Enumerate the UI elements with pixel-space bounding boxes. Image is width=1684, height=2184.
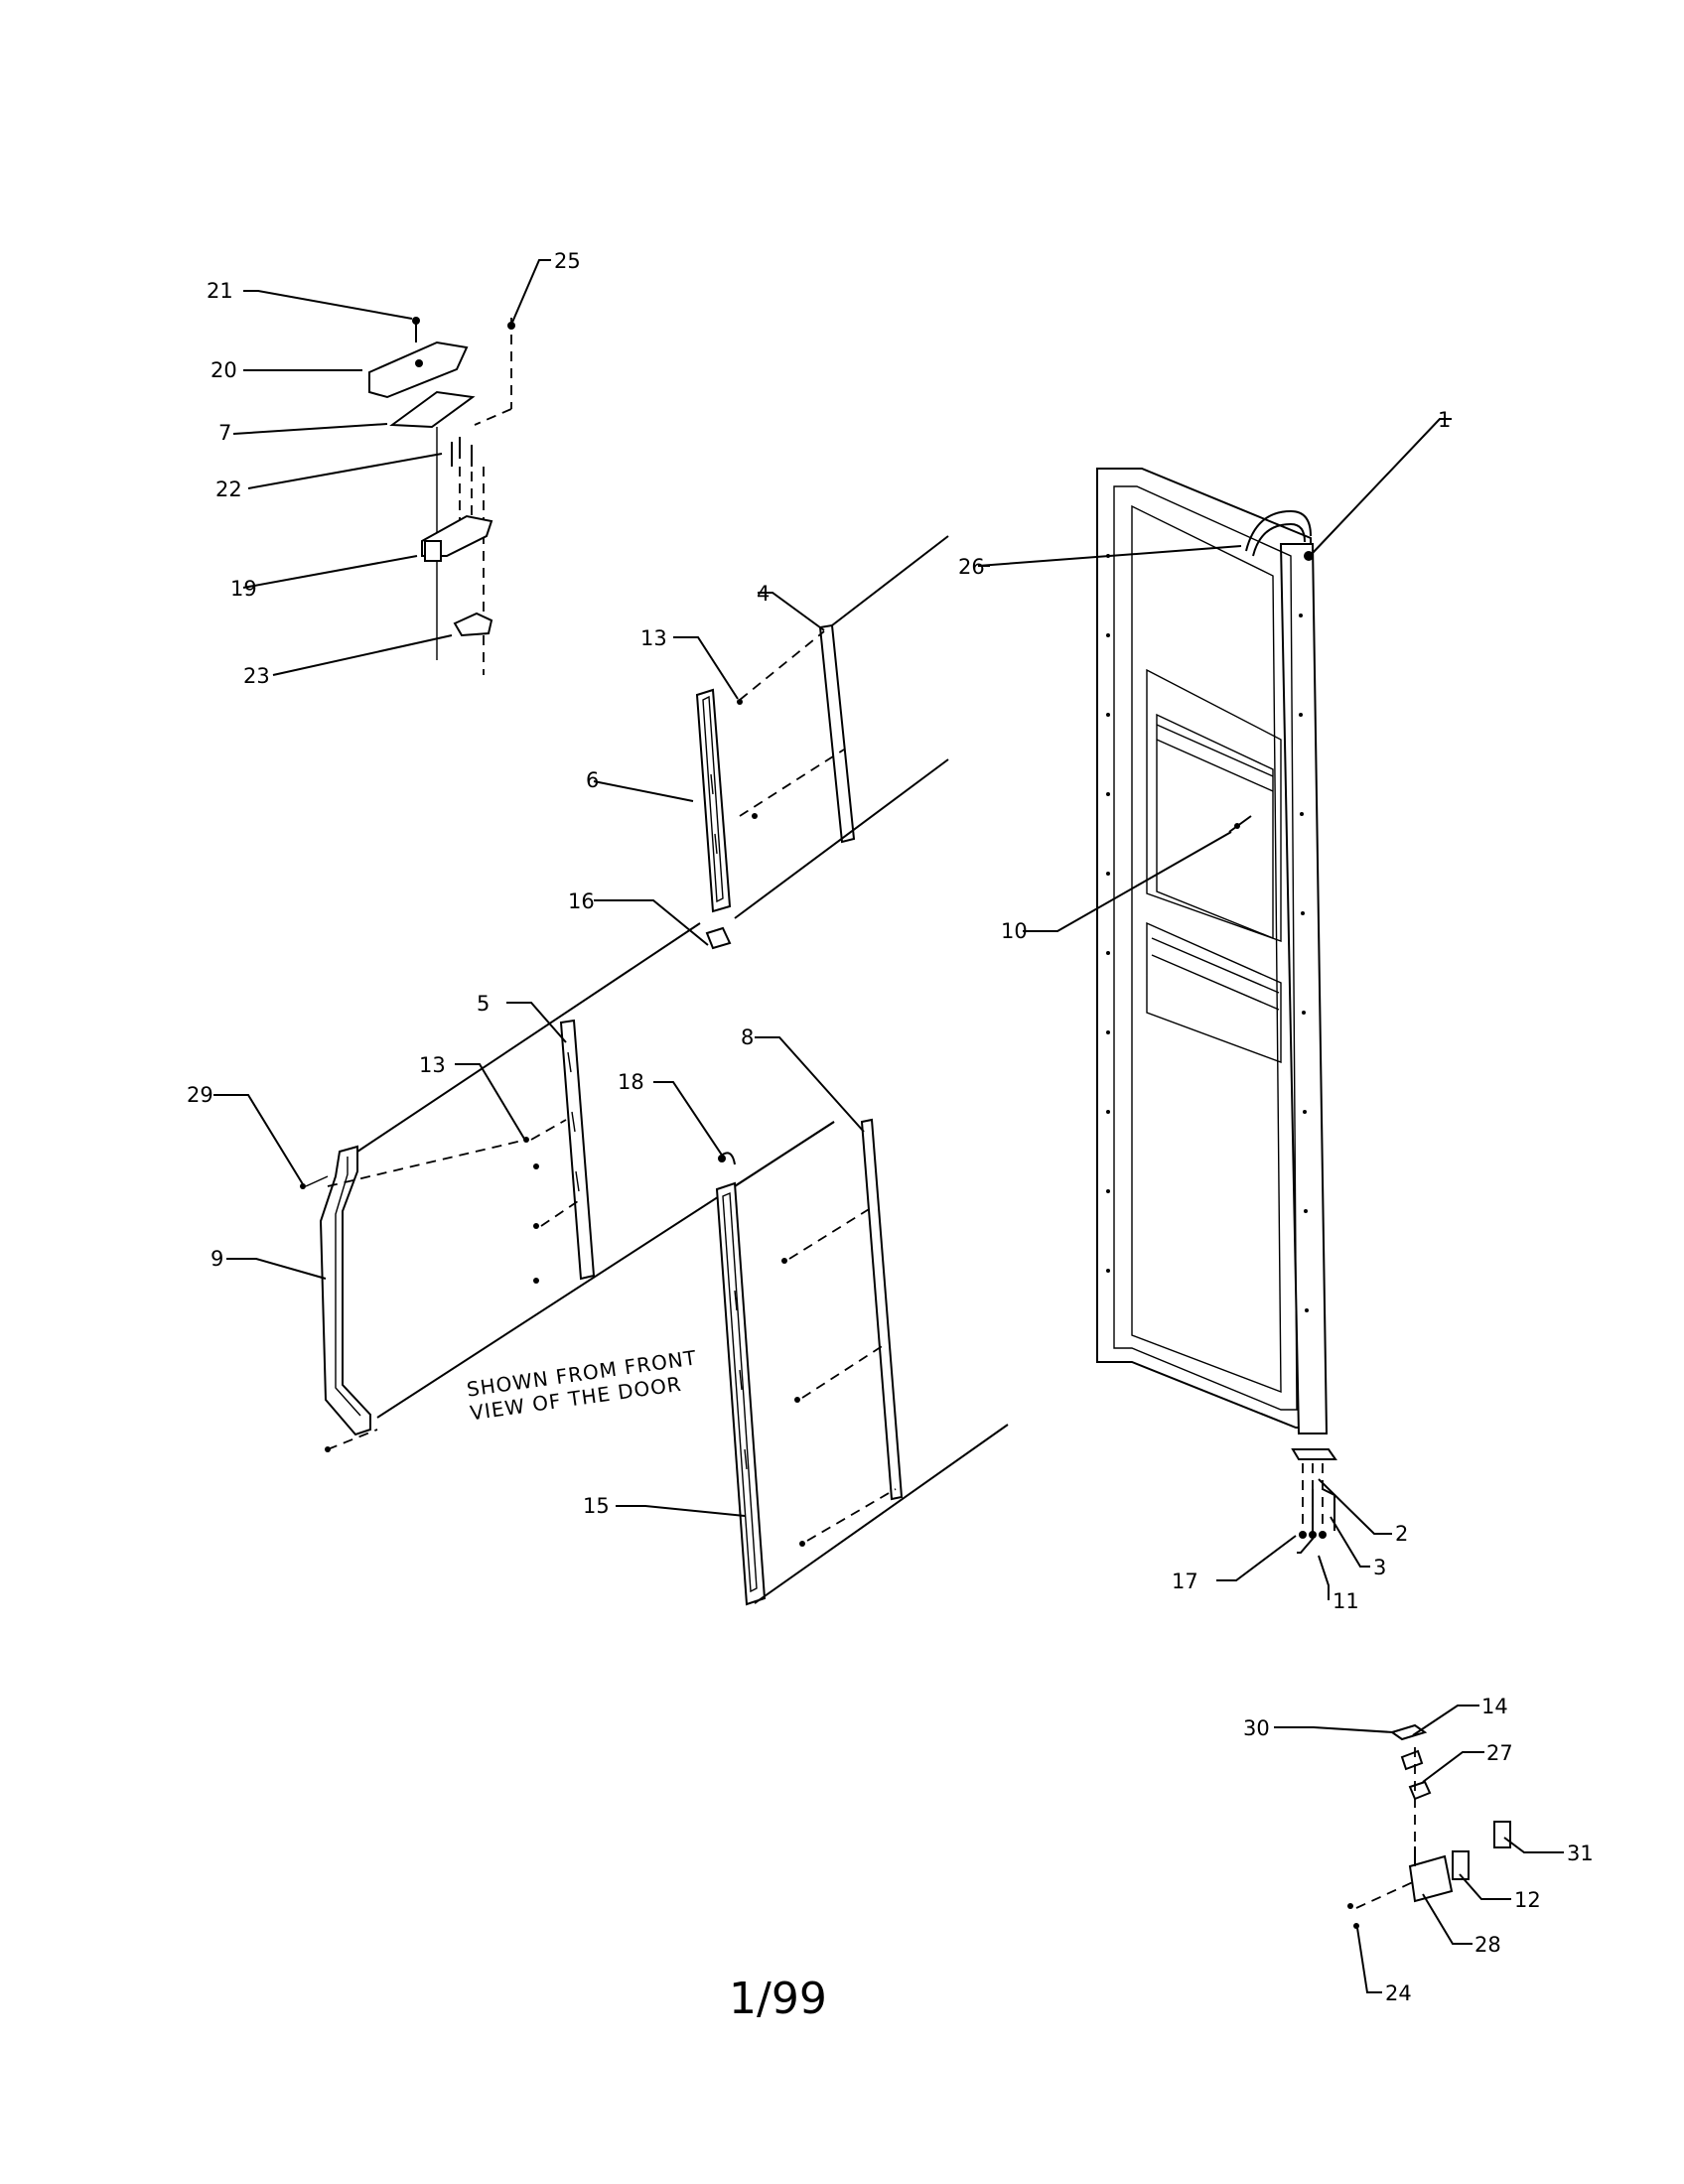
callout-22: 22 xyxy=(215,478,242,501)
callout-24: 24 xyxy=(1385,1981,1412,2005)
callout-23: 23 xyxy=(243,664,270,688)
bottom-hinge-parts xyxy=(1291,1448,1337,1554)
callout-13b: 13 xyxy=(419,1053,446,1077)
callout-5: 5 xyxy=(477,992,490,1016)
upper-trim-strips xyxy=(695,535,949,950)
callout-14: 14 xyxy=(1481,1695,1508,1718)
callout-26: 26 xyxy=(958,555,985,579)
callout-12: 12 xyxy=(1514,1888,1541,1912)
callout-8: 8 xyxy=(741,1025,754,1049)
callout-29: 29 xyxy=(187,1083,213,1107)
page-number: 1/99 xyxy=(729,1974,827,2024)
callout-19: 19 xyxy=(230,577,257,601)
callout-30: 30 xyxy=(1243,1716,1270,1740)
callout-25: 25 xyxy=(554,249,581,273)
callout-18: 18 xyxy=(618,1070,644,1094)
callout-17: 17 xyxy=(1172,1570,1198,1593)
door-assembly xyxy=(1096,468,1329,1434)
callout-labels: 1 2 3 4 5 6 7 8 9 10 11 12 13 13 14 15 1… xyxy=(187,249,1594,2005)
callout-7: 7 xyxy=(218,421,231,445)
callout-11: 11 xyxy=(1333,1589,1359,1613)
callout-16: 16 xyxy=(568,889,595,913)
top-hinge-stack xyxy=(368,317,515,675)
callout-10: 10 xyxy=(1001,919,1028,943)
bottom-hinge-assembly xyxy=(1347,1723,1511,1929)
diagram-note: SHOWN FROM FRONT VIEW OF THE DOOR xyxy=(466,1345,699,1425)
lower-trim-strips xyxy=(715,1118,1009,1606)
callout-31: 31 xyxy=(1567,1842,1594,1865)
callout-2: 2 xyxy=(1395,1522,1408,1546)
leader-lines xyxy=(213,259,1564,1993)
callout-13a: 13 xyxy=(640,626,667,650)
door-handle xyxy=(300,922,835,1452)
callout-1: 1 xyxy=(1438,408,1451,432)
callout-9: 9 xyxy=(210,1247,223,1271)
callout-3: 3 xyxy=(1373,1556,1386,1579)
callout-15: 15 xyxy=(583,1494,610,1518)
callout-27: 27 xyxy=(1486,1741,1513,1765)
callout-20: 20 xyxy=(210,358,237,382)
callout-4: 4 xyxy=(757,582,770,606)
callout-6: 6 xyxy=(586,768,599,792)
callout-21: 21 xyxy=(207,279,233,303)
callout-28: 28 xyxy=(1474,1933,1501,1957)
middle-trim-strip xyxy=(523,1019,596,1284)
